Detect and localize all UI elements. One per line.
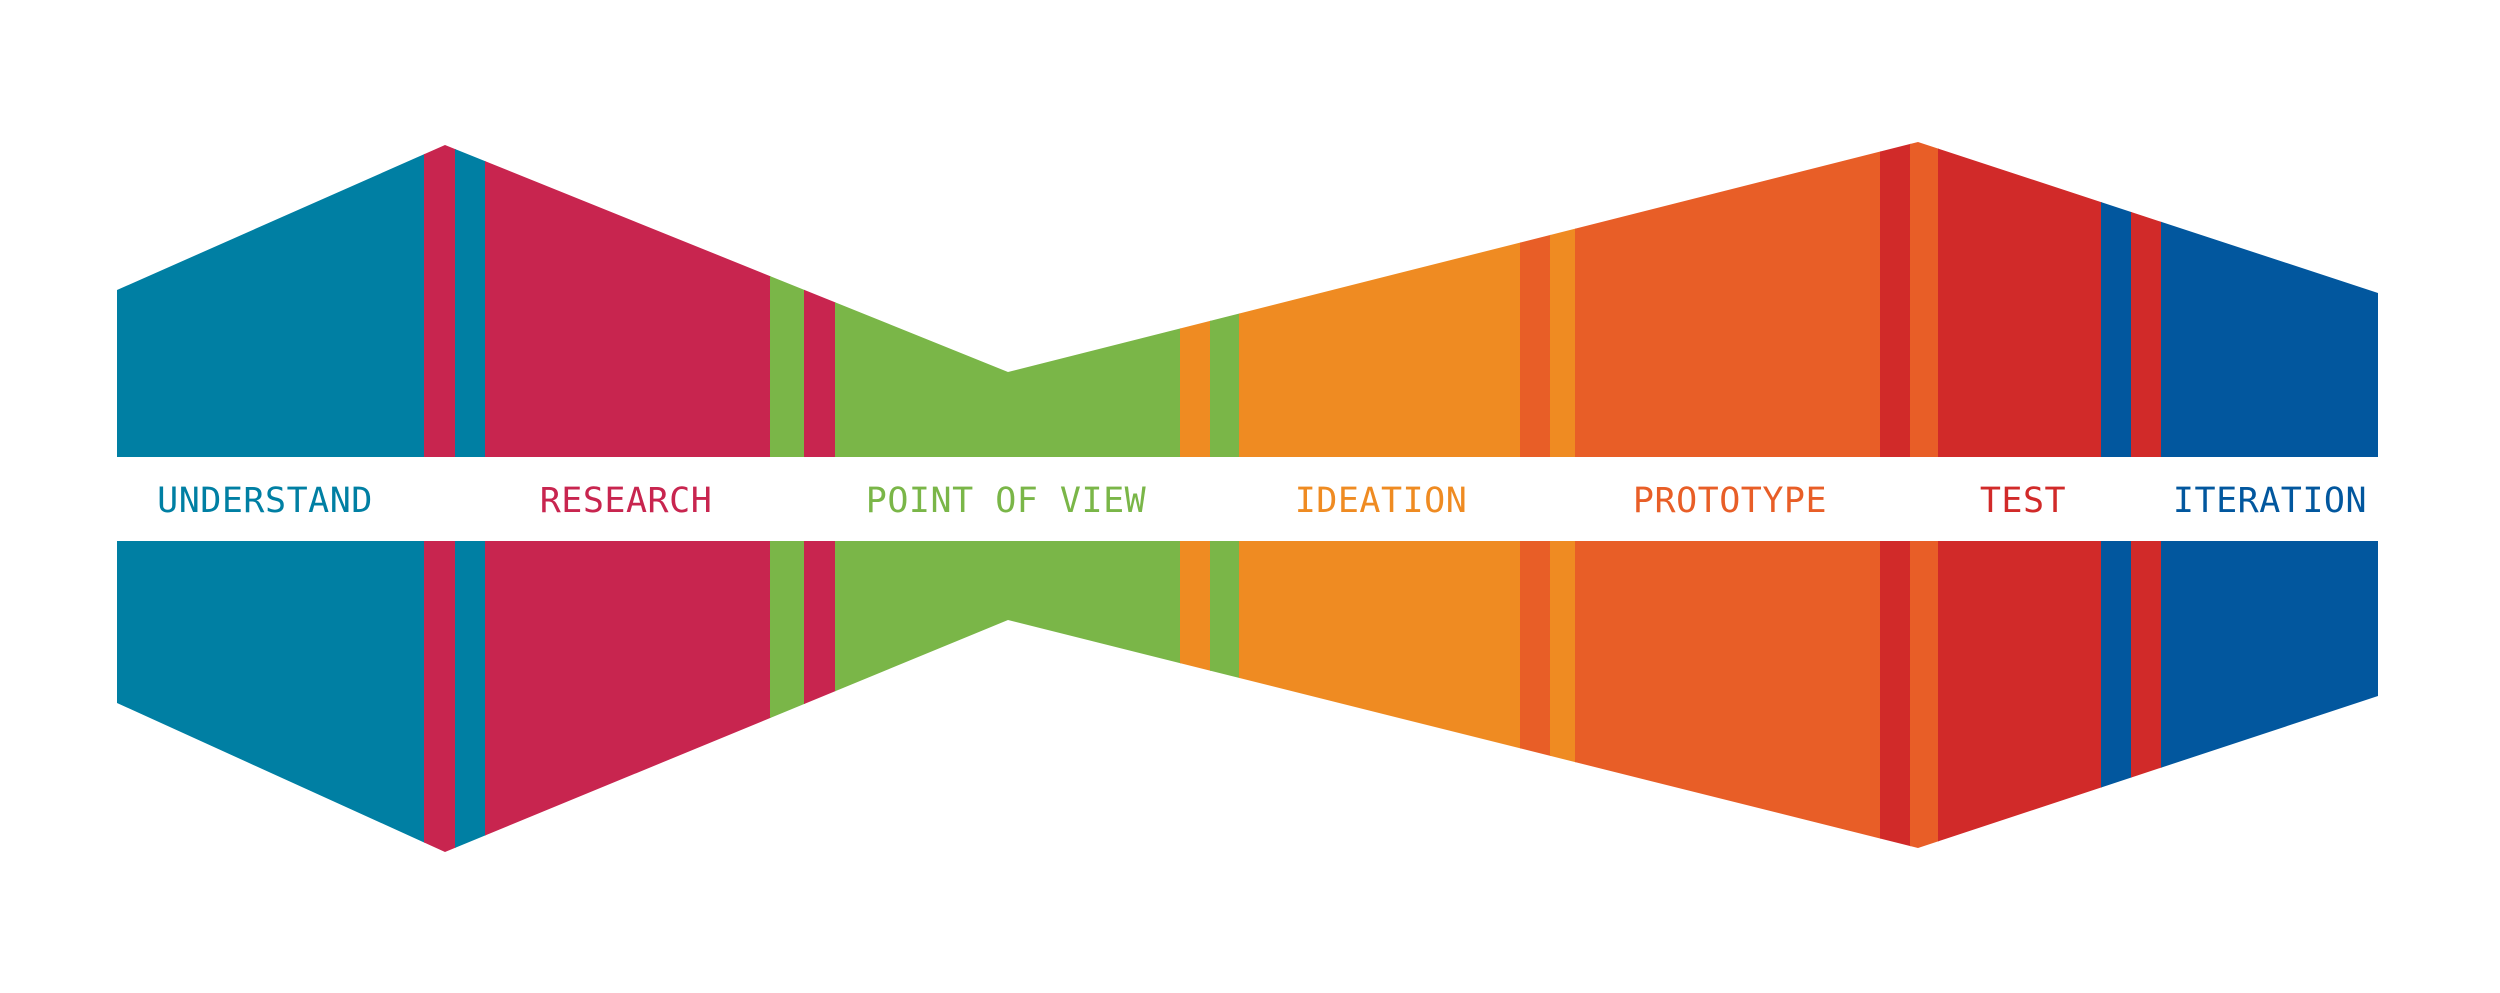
label-point-of-view: POINT OF VIEW [866,481,1147,521]
label-test: TEST [1980,481,2066,521]
label-iteration: ITERATION [2173,481,2367,521]
stage-labels: UNDERSTAND RESEARCH POINT OF VIEW IDEATI… [157,481,2367,521]
label-strip [110,457,2400,541]
label-understand: UNDERSTAND [157,481,373,521]
label-research: RESEARCH [540,481,713,521]
label-ideation: IDEATION [1295,481,1468,521]
label-prototype: PROTOTYPE [1633,481,1827,521]
